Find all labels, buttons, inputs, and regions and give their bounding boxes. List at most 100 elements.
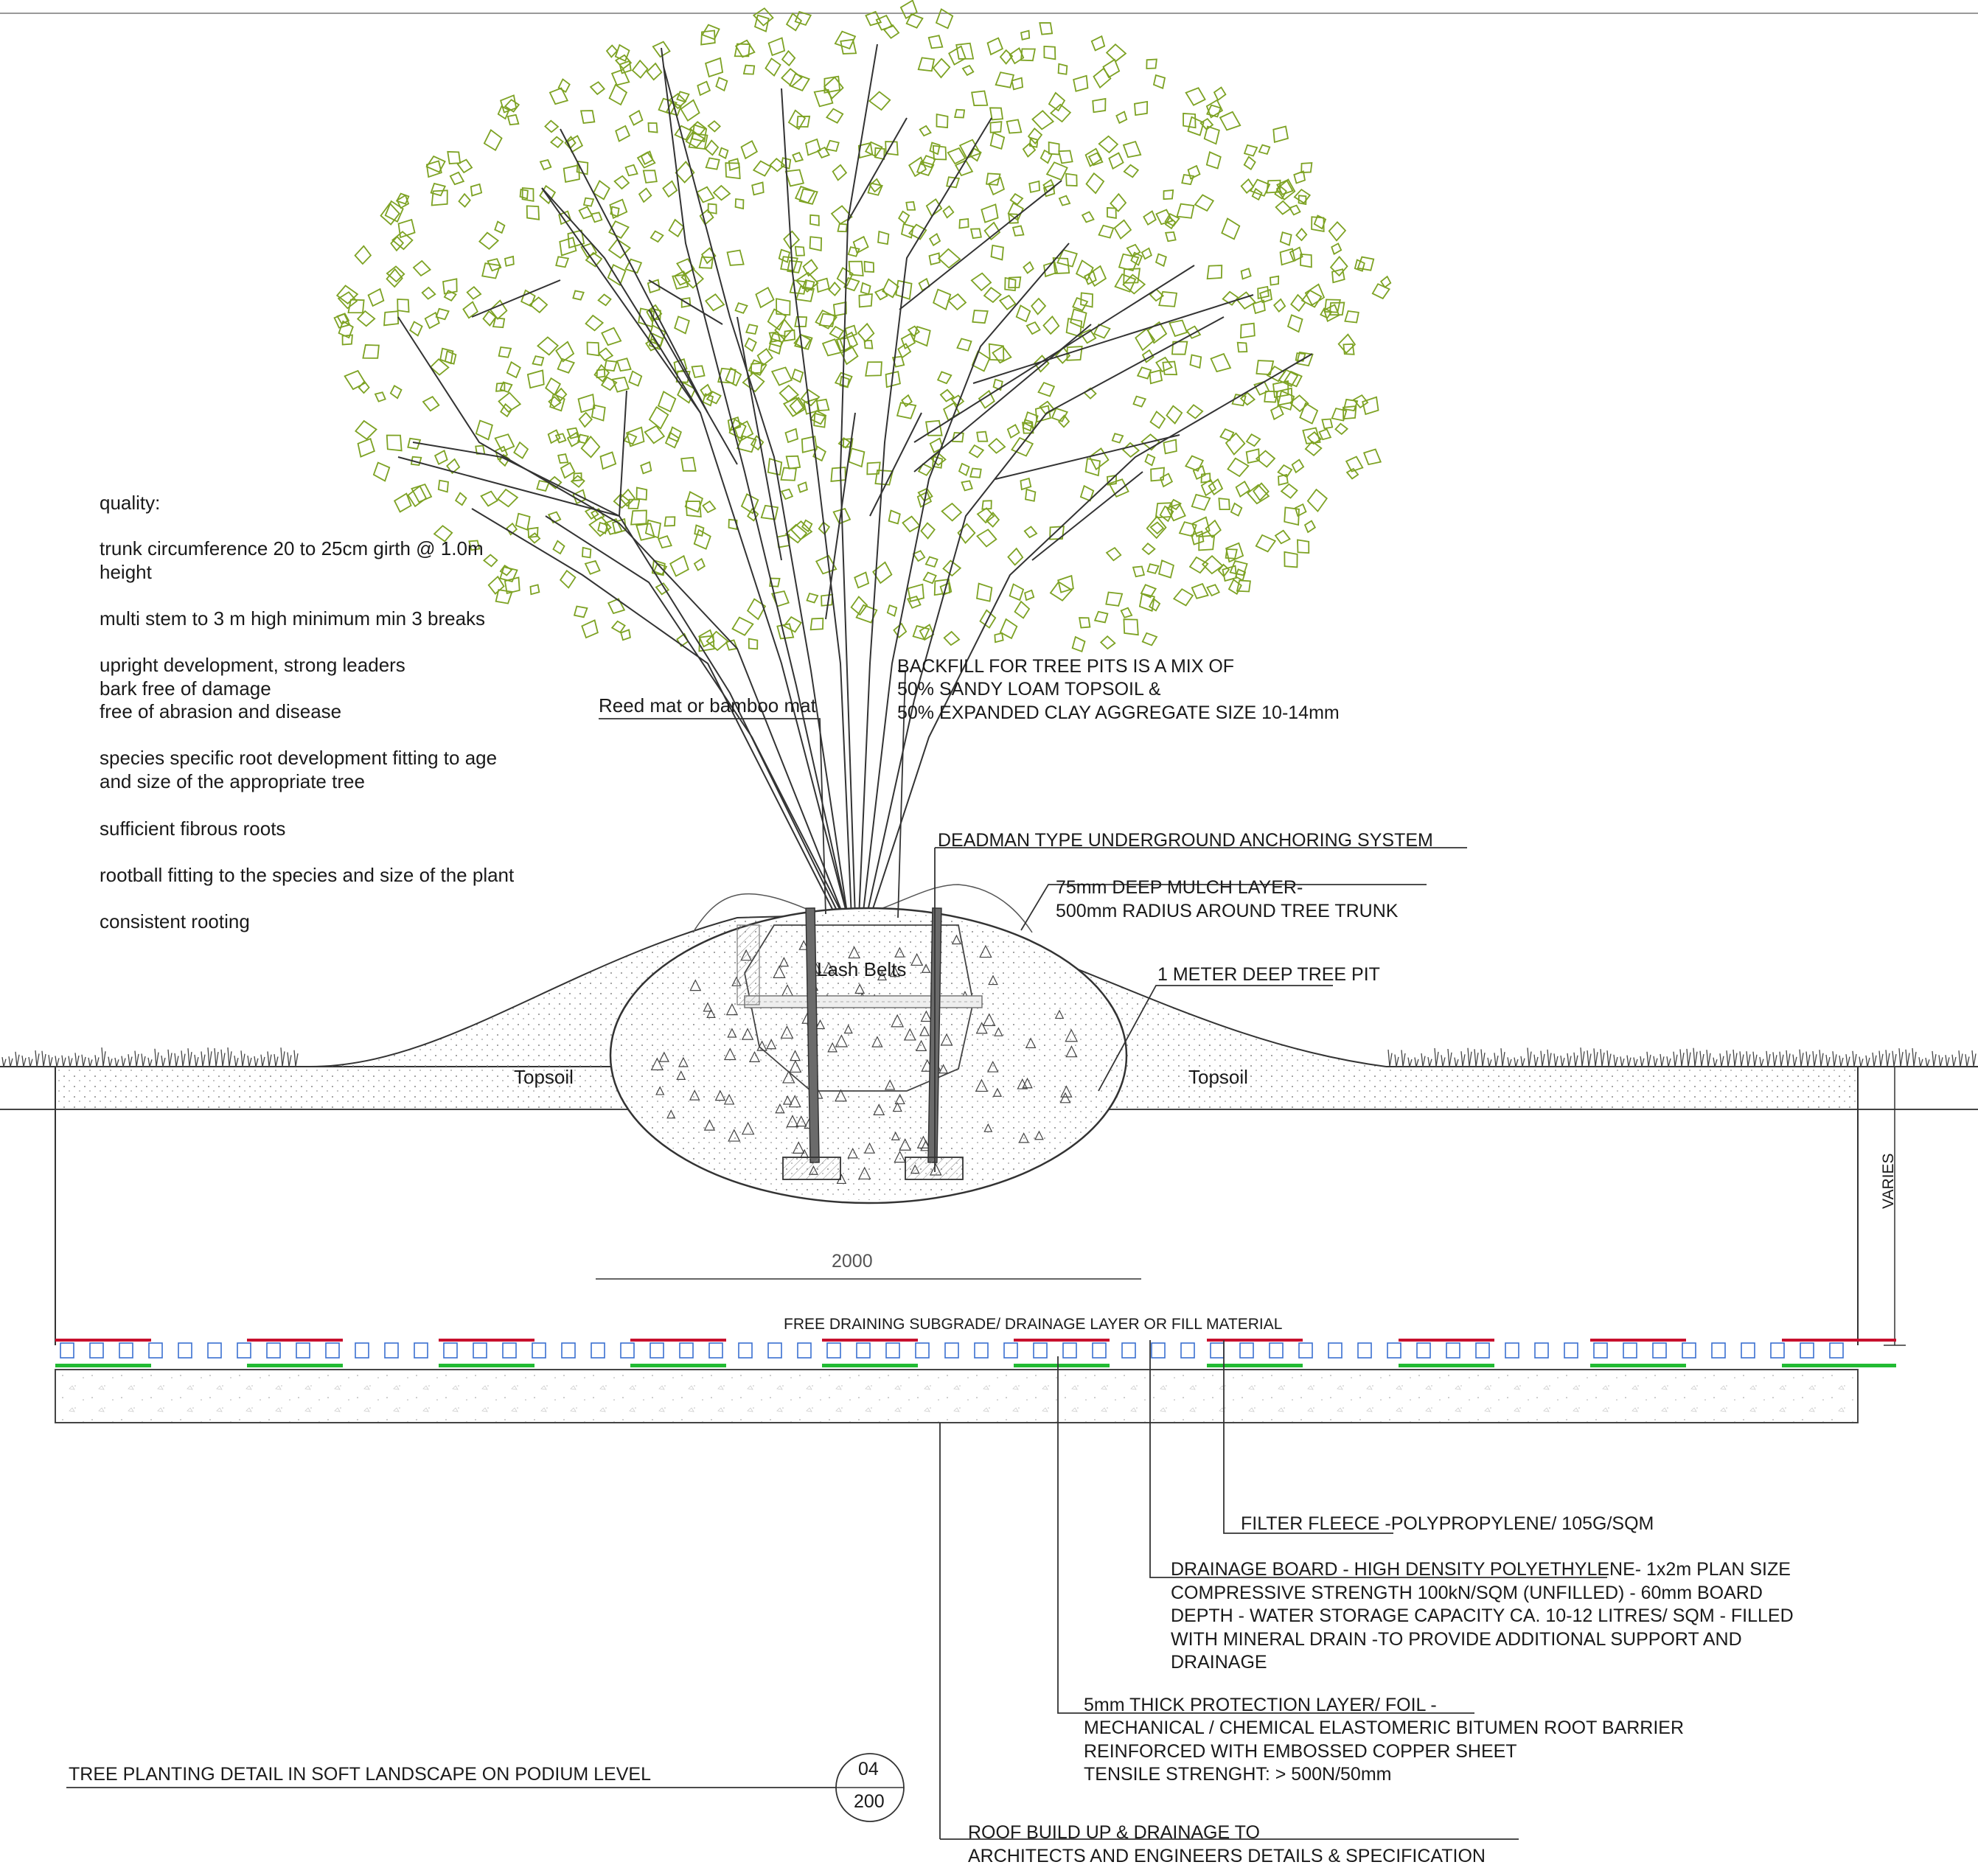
drainage-cell xyxy=(620,1342,635,1359)
leaf xyxy=(1362,396,1379,416)
grass-tuft xyxy=(1414,1057,1419,1067)
grass-tuft xyxy=(1660,1053,1665,1067)
leaf xyxy=(478,231,500,251)
leaf xyxy=(1311,216,1325,232)
leaf xyxy=(1172,587,1194,607)
quality-heading: quality: xyxy=(100,492,160,514)
grass-surface xyxy=(1,1047,1977,1067)
leaf xyxy=(1057,63,1068,75)
leaf xyxy=(506,360,521,379)
leaf xyxy=(857,142,874,159)
aggregate-mark xyxy=(703,1002,713,1012)
leaf xyxy=(866,461,881,475)
leaf xyxy=(1085,172,1105,195)
leaf xyxy=(1164,212,1180,227)
grass-tuft xyxy=(1918,1057,1923,1067)
leaf xyxy=(932,144,947,161)
leaf xyxy=(969,147,982,162)
drainage-cell xyxy=(1593,1342,1608,1359)
leaf xyxy=(905,13,924,29)
leaf xyxy=(999,618,1018,640)
leaf xyxy=(1352,394,1369,409)
leaf xyxy=(791,368,804,383)
leaf xyxy=(487,575,505,595)
grass-tuft xyxy=(1832,1051,1837,1067)
leaf xyxy=(1123,268,1141,284)
leaf xyxy=(1227,578,1242,595)
leaf xyxy=(389,385,403,400)
leaf xyxy=(668,218,685,238)
aggregate-mark xyxy=(843,1024,853,1034)
leaf xyxy=(875,14,894,31)
aggregate-mark xyxy=(863,1142,876,1154)
leaf xyxy=(526,205,540,220)
leaf xyxy=(978,389,995,409)
grass-tuft xyxy=(61,1055,66,1067)
leaf xyxy=(848,447,866,468)
drainage-cell xyxy=(325,1342,340,1359)
leaf xyxy=(1014,600,1031,619)
leaf xyxy=(1240,322,1256,339)
drainage-cell xyxy=(1711,1342,1726,1359)
leaf xyxy=(495,445,509,461)
leaf xyxy=(809,236,823,251)
filter-fleece-label: FILTER FLEECE -POLYPROPYLENE/ 105G/SQM xyxy=(1241,1513,1654,1534)
leaf xyxy=(521,187,534,202)
leaf xyxy=(407,437,422,450)
grass-tuft xyxy=(1587,1050,1592,1067)
grass-tuft xyxy=(1925,1057,1930,1067)
grass-tuft xyxy=(1839,1055,1844,1067)
quality-line: and size of the appropriate tree xyxy=(100,770,365,792)
grass-tuft xyxy=(1507,1057,1512,1067)
leaf xyxy=(779,384,800,403)
leaf xyxy=(1181,174,1195,186)
leaf xyxy=(1098,135,1119,154)
leaf xyxy=(1057,574,1074,593)
leaf xyxy=(728,158,740,171)
leaf xyxy=(549,87,569,105)
leaf xyxy=(425,155,446,173)
leaf xyxy=(769,158,786,172)
leaf xyxy=(725,162,741,180)
aggregate-mark xyxy=(766,1039,777,1050)
leaf xyxy=(918,277,930,292)
drainage-cell xyxy=(650,1342,664,1359)
leaf xyxy=(628,370,643,387)
grass-tuft xyxy=(1474,1049,1479,1067)
drainage-cell xyxy=(885,1342,900,1359)
leaf xyxy=(823,75,841,94)
topsoil-label-left: Topsoil xyxy=(514,1066,574,1088)
leaf xyxy=(1275,387,1293,406)
aggregate-mark xyxy=(1060,1085,1073,1098)
drainage-cell xyxy=(856,1342,871,1359)
leaf xyxy=(725,366,742,387)
leaf xyxy=(818,313,836,327)
leaf xyxy=(680,99,700,122)
leaf xyxy=(1295,227,1308,242)
grass-tuft xyxy=(1713,1057,1718,1067)
leaf xyxy=(1187,116,1205,136)
leaf xyxy=(919,624,935,641)
leaf xyxy=(610,69,630,86)
leaf xyxy=(815,310,837,329)
leaf xyxy=(1105,591,1124,607)
leaf xyxy=(1225,548,1238,559)
leaf xyxy=(988,343,1005,361)
leaf xyxy=(1357,256,1375,271)
leaf xyxy=(1158,290,1178,307)
leaf xyxy=(707,203,717,215)
leaf xyxy=(770,366,793,386)
drainage-cell xyxy=(561,1342,576,1359)
leaf xyxy=(1105,43,1127,63)
leaf xyxy=(1219,111,1242,131)
leaf xyxy=(341,334,353,346)
leaf xyxy=(989,107,1004,121)
leaf xyxy=(585,251,603,268)
aggregate-mark xyxy=(725,1002,739,1016)
grass-tuft xyxy=(1454,1057,1459,1067)
leaf xyxy=(783,230,801,250)
leaf xyxy=(577,393,596,414)
leaf xyxy=(1087,152,1104,167)
leaf xyxy=(1020,477,1032,491)
aggregate-mark xyxy=(986,1061,999,1073)
